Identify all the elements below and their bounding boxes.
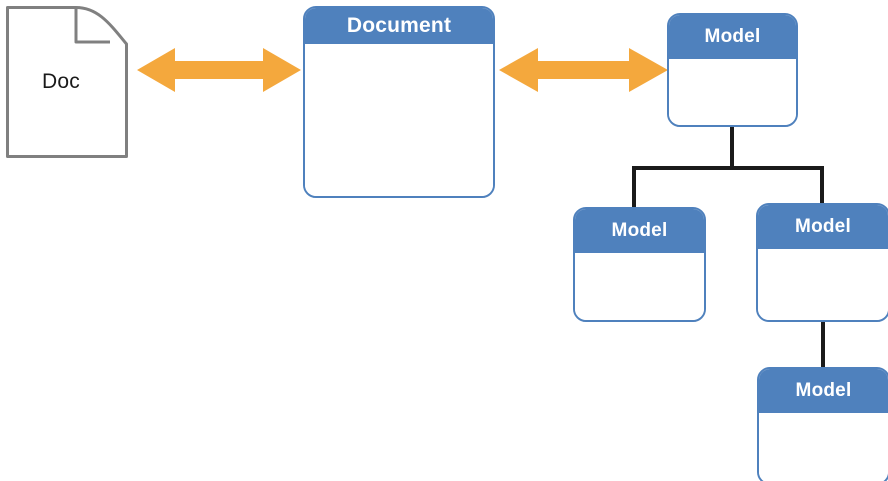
node-document-body — [305, 44, 493, 196]
node-model-root[interactable]: Model — [667, 13, 798, 127]
node-model-grandchild[interactable]: Model — [757, 367, 888, 481]
node-model-child-2-title: Model — [795, 216, 851, 237]
double-arrow-doc-to-document[interactable] — [135, 44, 303, 96]
node-model-root-header: Model — [669, 15, 796, 59]
node-model-child-2[interactable]: Model — [756, 203, 888, 322]
node-model-grandchild-body — [759, 413, 888, 481]
node-model-child-1-title: Model — [611, 220, 668, 241]
double-arrow-document-to-model[interactable] — [497, 44, 670, 96]
node-model-child-1[interactable]: Model — [573, 207, 706, 322]
node-model-root-body — [669, 59, 796, 125]
node-document-header: Document — [305, 8, 493, 44]
node-model-child-2-body — [758, 249, 888, 320]
node-document-title: Document — [346, 14, 452, 37]
node-model-child-2-header: Model — [758, 205, 888, 249]
node-model-grandchild-header: Model — [759, 369, 888, 413]
node-document[interactable]: Document — [303, 6, 495, 198]
doc-page-icon[interactable] — [6, 6, 128, 158]
node-model-child-1-header: Model — [575, 209, 704, 253]
doc-label: Doc — [42, 70, 80, 93]
node-model-root-title: Model — [704, 26, 761, 47]
node-model-child-1-body — [575, 253, 704, 320]
node-model-grandchild-title: Model — [795, 380, 852, 401]
